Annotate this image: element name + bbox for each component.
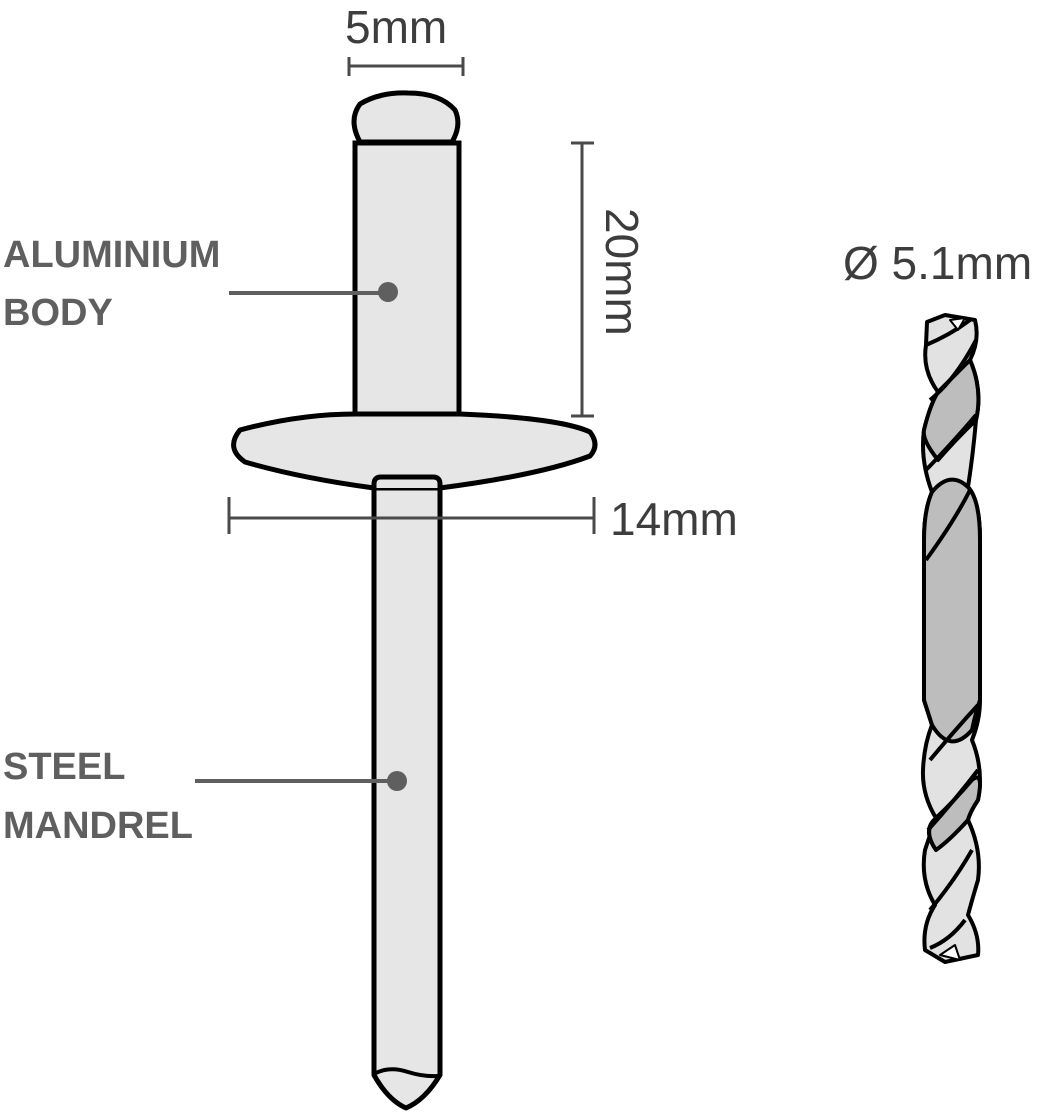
body-leader-line xyxy=(229,282,398,302)
aluminium-body-label-line1: ALUMINIUM xyxy=(3,234,221,276)
drill-diameter-label: Ø 5.1mm xyxy=(843,237,1033,289)
rivet-head-shape xyxy=(351,90,461,145)
flange-shape xyxy=(231,411,598,491)
mandrel-shape xyxy=(371,474,443,1111)
head-dimension-line xyxy=(347,57,465,76)
mandrel-leader-line xyxy=(195,771,407,791)
head-diameter-label: 5mm xyxy=(345,1,448,53)
drill-bit-shape xyxy=(920,313,982,964)
body-length-label: 20mm xyxy=(596,208,648,336)
body-length-dimension-line xyxy=(571,141,594,418)
flange-dimension-line xyxy=(227,497,596,534)
steel-mandrel-label-line2: MANDREL xyxy=(3,805,193,847)
steel-mandrel-label-line1: STEEL xyxy=(3,746,126,788)
flange-diameter-label: 14mm xyxy=(610,493,738,545)
aluminium-body-shape xyxy=(352,140,462,419)
aluminium-body-label-line2: BODY xyxy=(3,292,113,334)
